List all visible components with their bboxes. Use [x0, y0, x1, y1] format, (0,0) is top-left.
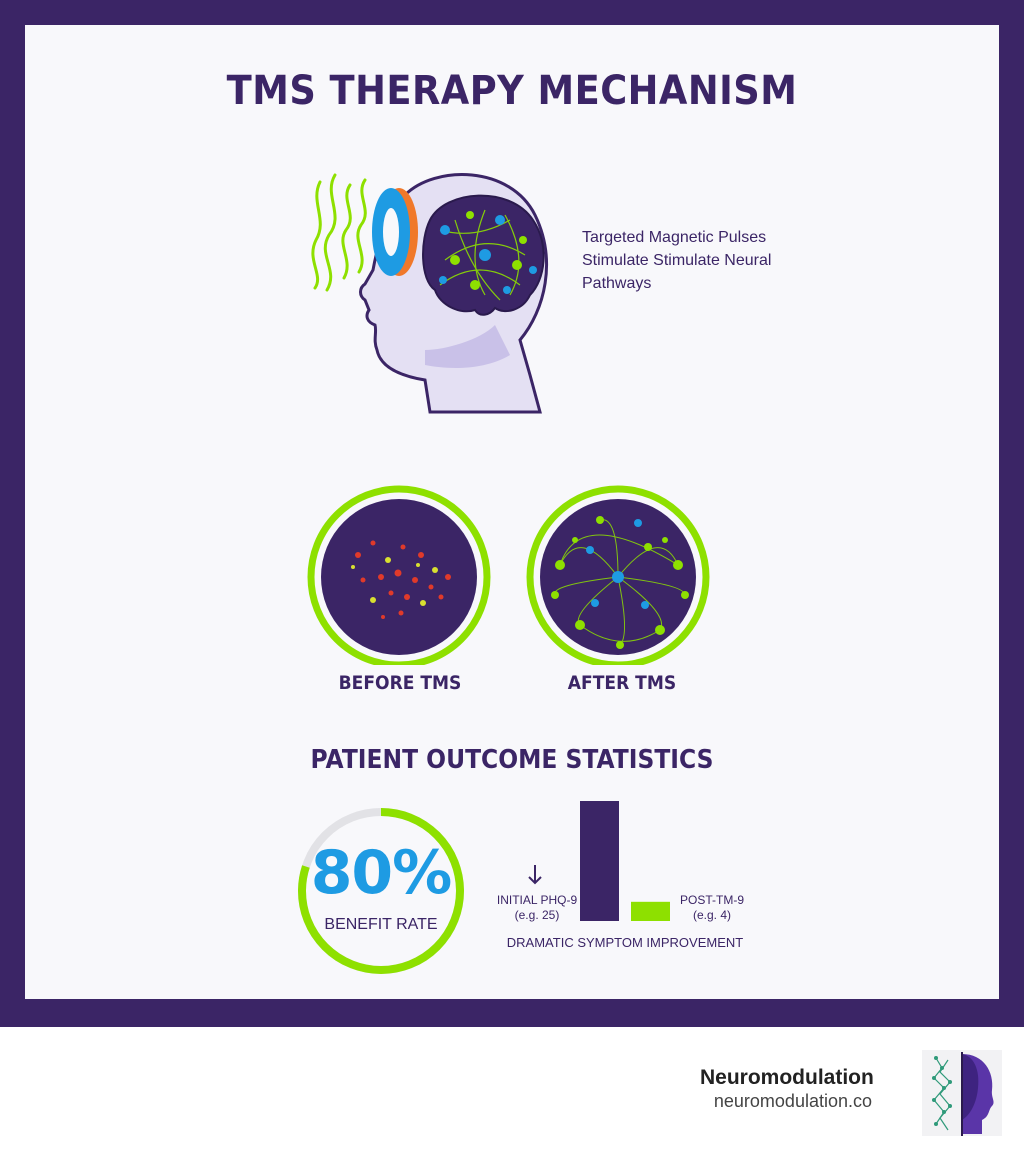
bar-label-initial-value: (e.g. 25): [514, 908, 560, 922]
gauge-fill: [298, 808, 464, 974]
after-tms-label: AFTER TMS: [567, 672, 677, 694]
bar-label-initial: INITIAL PHQ-9 (e.g. 25): [492, 893, 582, 923]
head-illustration: [311, 173, 548, 414]
brand-url: neuromodulation.co: [713, 1091, 872, 1111]
bar-post-tms: [631, 901, 670, 921]
bar-label-post-name: POST-TM-9: [679, 893, 744, 907]
bar-label-post-value: (e.g. 4): [692, 908, 731, 922]
phq9-bar-chart: [528, 801, 670, 921]
tms-coil: [372, 188, 418, 276]
magnetic-waves: [311, 173, 367, 292]
bar-label-post: POST-TM-9 (e.g. 4): [672, 893, 752, 923]
before-tms-label: BEFORE TMS: [338, 672, 462, 694]
benefit-gauge: [298, 808, 464, 974]
down-arrow-icon: [528, 865, 542, 885]
benefit-value: 80%: [310, 838, 453, 908]
scattered-neurons: [351, 540, 451, 619]
after-tms-circle: [526, 485, 710, 665]
bar-label-initial-name: INITIAL PHQ-9: [496, 893, 578, 907]
bar-chart-caption: DRAMATIC SYMPTOM IMPROVEMENT: [506, 935, 744, 950]
statistics-title: PATIENT OUTCOME STATISTICS: [310, 745, 714, 775]
network-nodes: [551, 516, 689, 649]
benefit-label: BENEFIT RATE: [324, 916, 438, 933]
page-title: TMS THERAPY MECHANISM: [226, 68, 798, 114]
brand-name: Neuromodulation: [700, 1066, 874, 1089]
mechanism-description: Targeted Magnetic Pulses Stimulate Stimu…: [582, 229, 772, 292]
neck-shadow: [425, 325, 510, 368]
brand-logo-icon: [922, 1050, 1002, 1136]
neuron-nodes: [439, 211, 537, 294]
bar-initial-phq9: [580, 801, 619, 921]
before-tms-circle: [307, 485, 491, 665]
